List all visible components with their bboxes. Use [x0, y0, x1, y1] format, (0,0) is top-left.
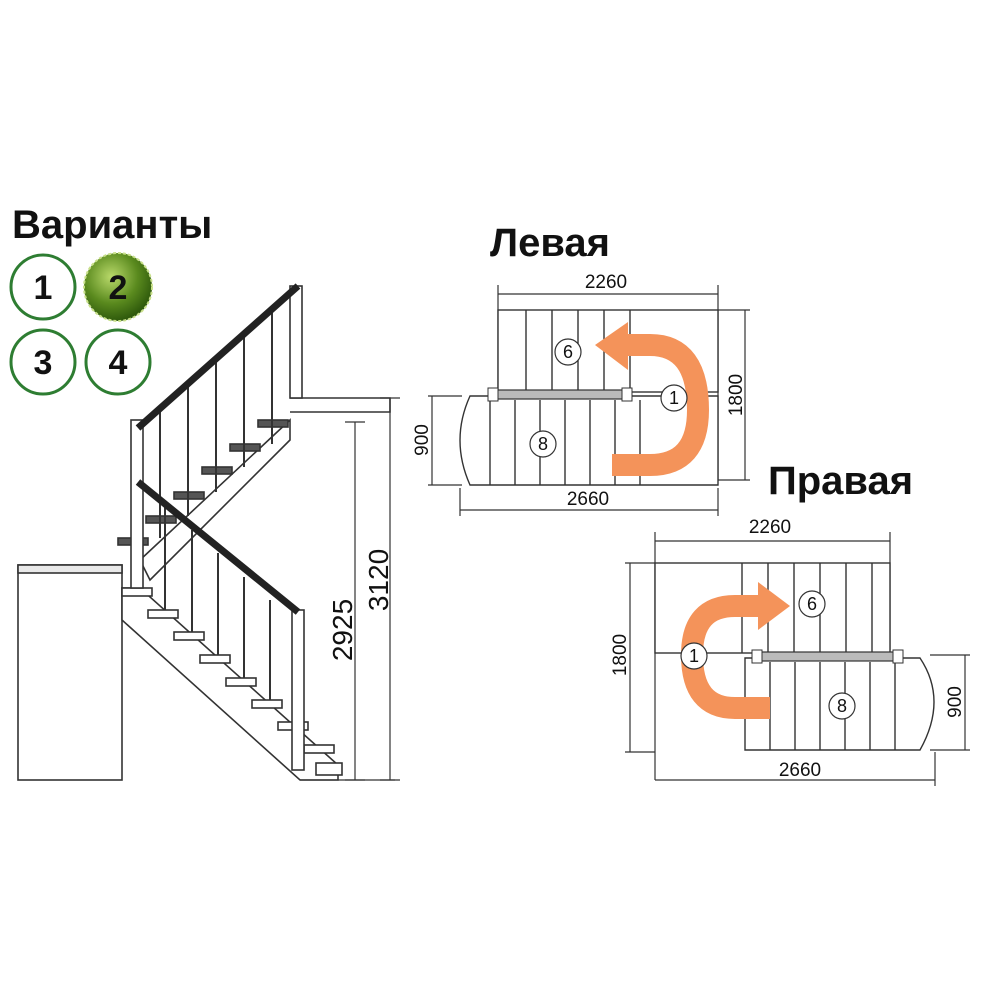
variant-ring	[9, 253, 77, 321]
variant-label: 4	[109, 344, 128, 382]
dim-3120: 3120	[363, 549, 394, 611]
svg-text:6: 6	[807, 594, 817, 614]
dim-top-left: 2260	[585, 272, 627, 293]
lower-balusters	[164, 505, 271, 700]
variant-option-2-selected[interactable]: 2	[83, 252, 153, 322]
variant-ring	[83, 252, 153, 322]
variant-ring	[9, 328, 77, 396]
variant-ring	[84, 328, 152, 396]
plan-right: Правая	[610, 459, 970, 786]
newel-post-top	[289, 285, 303, 399]
variant-option-4[interactable]: 4	[84, 328, 152, 396]
stair-elevation	[17, 283, 400, 781]
dim-bottom-left: 2660	[567, 489, 609, 510]
dim-right-left: 1800	[726, 374, 747, 416]
svg-text:8: 8	[837, 696, 847, 716]
variant-label: 1	[34, 269, 53, 307]
dim-top-right: 2260	[749, 517, 791, 538]
svg-text:1: 1	[669, 388, 679, 408]
variant-option-1[interactable]: 1	[9, 253, 77, 321]
variants-title: Варианты	[12, 203, 212, 247]
direction-arrow-left	[612, 334, 710, 476]
upper-floor-slab	[290, 397, 391, 413]
dim-2925: 2925	[327, 599, 358, 661]
newel-post-bottom	[291, 609, 305, 771]
step-count-turn: 1	[660, 384, 688, 412]
lower-handrail	[135, 479, 301, 615]
step-count-lower: 8	[828, 692, 856, 720]
variants-panel: Варианты 1 2 3 4	[9, 203, 212, 396]
variant-option-3[interactable]: 3	[9, 328, 77, 396]
svg-text:1: 1	[689, 646, 699, 666]
svg-text:8: 8	[538, 434, 548, 454]
step-count-upper: 6	[554, 338, 582, 366]
dim-right-right: 900	[945, 686, 966, 718]
step-count-lower: 8	[529, 430, 557, 458]
plan-right-title: Правая	[768, 459, 913, 503]
plan-left: Левая	[412, 221, 750, 516]
landing-rail-left	[489, 389, 631, 400]
dim-left-right: 1800	[610, 634, 631, 676]
arrow-head	[595, 322, 628, 370]
upper-handrail	[135, 283, 301, 431]
lower-floor-block	[17, 564, 123, 781]
variant-label: 2	[109, 269, 128, 307]
svg-text:6: 6	[563, 342, 573, 362]
landing-rail-right	[754, 651, 901, 662]
variant-label: 3	[34, 344, 53, 382]
step-count-upper: 6	[798, 590, 826, 618]
dim-bottom-right: 2660	[779, 760, 821, 781]
upper-balusters	[159, 312, 273, 538]
newel-post-landing	[130, 419, 144, 589]
upper-stringer	[139, 418, 291, 582]
lower-treads	[121, 587, 343, 776]
dim-left-left: 900	[412, 424, 433, 456]
step-count-turn: 1	[680, 642, 708, 670]
plan-left-title: Левая	[490, 221, 610, 265]
arrow-head	[758, 582, 790, 630]
